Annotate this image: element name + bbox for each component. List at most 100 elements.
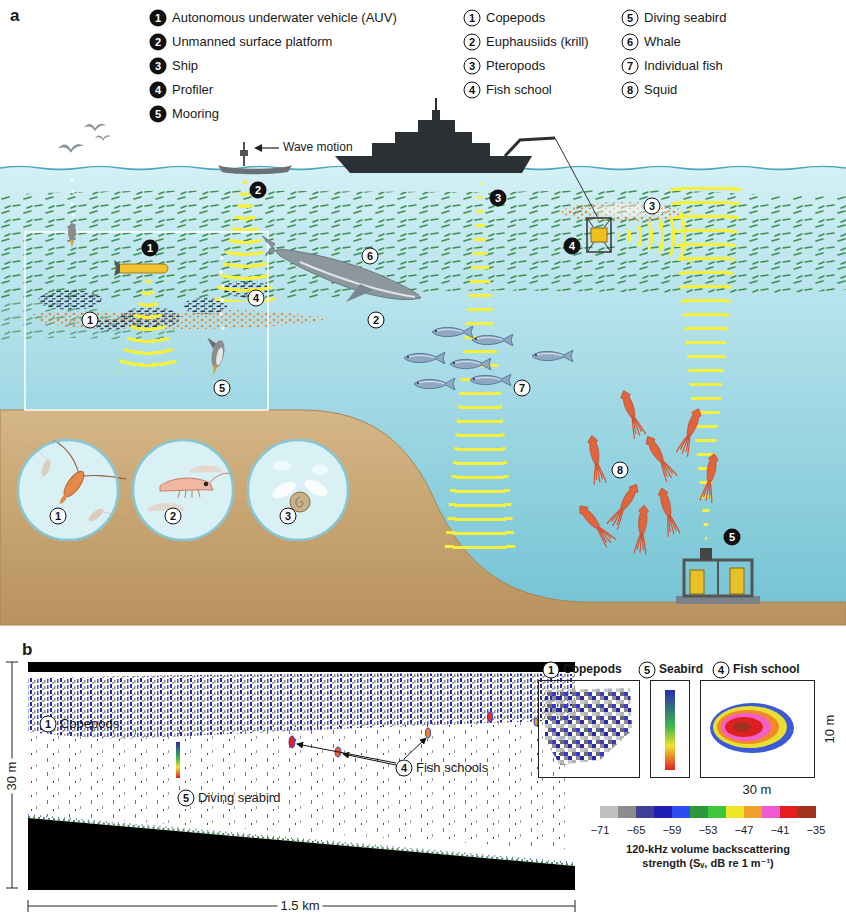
colorbar-tick: −71	[591, 824, 610, 836]
dimension-line	[6, 662, 575, 912]
squid	[676, 406, 704, 456]
colorbar	[600, 806, 816, 818]
callout-number: 7	[622, 58, 639, 75]
pteropod-inset-art	[312, 465, 328, 475]
echogram	[28, 815, 575, 863]
auv	[114, 260, 168, 276]
echogram	[28, 817, 575, 865]
squid	[700, 452, 720, 502]
inset-echo-art	[733, 722, 751, 732]
inset-echo-art	[717, 710, 779, 744]
circle-outline	[16, 438, 120, 542]
mooring	[690, 570, 704, 594]
auv	[114, 260, 120, 276]
individual-fish	[404, 352, 445, 364]
diving-seabird	[70, 240, 74, 248]
krill-inset-art	[132, 439, 234, 541]
colorbar-title: 120-kHz volume backscattering strength (…	[608, 842, 808, 871]
diving-seabird	[200, 337, 227, 376]
colorbar	[726, 806, 744, 818]
echogram-inset: 1Copepods	[538, 680, 640, 778]
inset-echo-art	[725, 717, 763, 737]
seafloor	[0, 410, 846, 625]
label-text: Diving seabird	[198, 791, 280, 805]
colorbar-tick: −59	[663, 824, 682, 836]
krill-inset-art	[210, 473, 232, 482]
callout-number: 1	[464, 10, 481, 27]
inset-echo-art	[665, 690, 675, 770]
callout-number: 5	[150, 106, 167, 123]
mooring	[676, 548, 760, 604]
colorbar	[708, 806, 726, 818]
callout-number: 1	[543, 662, 560, 679]
echogram-inset: 4Fish school	[700, 680, 815, 778]
callout-number: 5	[178, 790, 195, 807]
auv	[118, 264, 168, 273]
squid	[575, 502, 616, 547]
individual-fish	[432, 326, 473, 338]
circle-outline	[18, 440, 118, 540]
individual-fish	[414, 378, 455, 390]
label-text: Euphausiids (krill)	[486, 35, 589, 49]
colorbar-tick: −53	[699, 824, 718, 836]
acoustic-beam	[214, 174, 276, 302]
fish-school	[183, 298, 227, 314]
sky-birds	[58, 144, 84, 153]
callout-number: 5	[214, 380, 231, 397]
ship	[435, 98, 437, 110]
squid	[618, 388, 646, 438]
echogram	[28, 662, 575, 890]
dimension-label: 10 m	[823, 712, 837, 747]
callout-number: 6	[622, 34, 639, 51]
ship	[335, 98, 598, 218]
diving-seabird	[205, 337, 217, 349]
colorbar	[690, 806, 708, 818]
callout-number: 4	[396, 760, 413, 777]
colorbar	[672, 806, 690, 818]
panel-letter: a	[10, 7, 19, 26]
colorbar-tick: −47	[735, 824, 754, 836]
sky-birds	[95, 135, 111, 140]
label-text: Mooring	[172, 107, 219, 121]
whale	[262, 236, 421, 300]
dimension-line	[28, 900, 29, 912]
diving-seabird	[72, 191, 75, 194]
label-text: Squid	[644, 83, 677, 97]
diving-seabird	[72, 214, 75, 217]
diving-seabird	[68, 223, 76, 241]
inset-echo-art	[721, 713, 771, 741]
colorbar-tick: −41	[771, 824, 790, 836]
callout-number: 3	[150, 58, 167, 75]
callout-number: 6	[362, 248, 379, 265]
leader-arrow	[343, 754, 396, 765]
colorbar	[744, 806, 762, 818]
callout-number: 3	[464, 58, 481, 75]
mooring	[700, 548, 712, 560]
pteropod-inset-art	[247, 439, 349, 541]
dimension-label: 1.5 km	[277, 899, 322, 913]
pteropod-inset-art	[273, 461, 291, 471]
diving-seabird	[215, 347, 225, 366]
colorbar	[600, 806, 618, 818]
echogram	[28, 818, 575, 890]
echogram	[289, 736, 295, 748]
copepod-inset-art	[17, 432, 127, 541]
krill-inset-art	[178, 489, 200, 498]
ship	[555, 138, 598, 218]
label-text: Copepods	[563, 663, 622, 676]
focus-box	[25, 232, 268, 410]
wave-arrow	[254, 144, 262, 152]
callout-number: 4	[150, 82, 167, 99]
diving-seabird	[71, 203, 74, 206]
circle-outline	[248, 440, 348, 540]
krill-inset-art	[204, 482, 208, 486]
mooring	[684, 560, 752, 596]
callout-number: 5	[622, 10, 639, 27]
callout-number: 2	[150, 34, 167, 51]
dimension-label: 30 m	[740, 783, 775, 797]
copepod-inset-art	[87, 506, 105, 523]
callout-number: 5	[724, 529, 741, 546]
label-text: Diving seabird	[644, 11, 726, 25]
callout-number: 1	[82, 312, 99, 329]
inset-echo-art	[713, 706, 787, 748]
